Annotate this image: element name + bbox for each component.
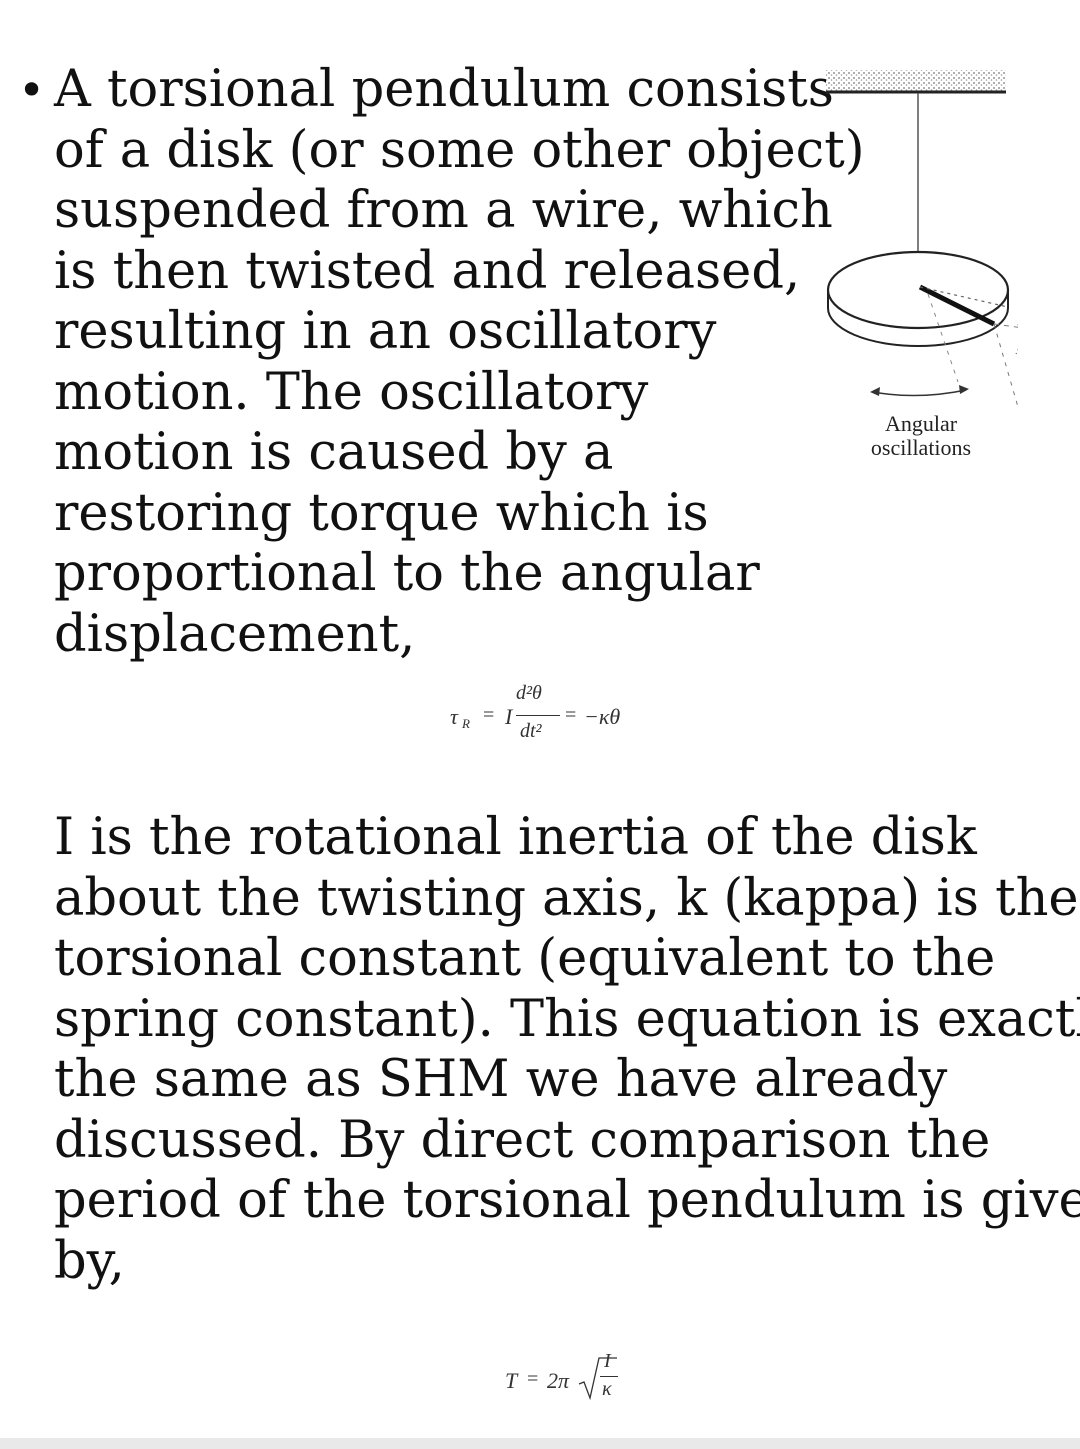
text-line: spring constant). This equation is exact… bbox=[54, 989, 1080, 1049]
text-line: about the twisting axis, k (kappa) is th… bbox=[54, 868, 1079, 928]
period-equation: T = 2π I κ bbox=[505, 1350, 645, 1420]
figure-caption: Angular oscillations bbox=[866, 412, 976, 460]
ceiling-hatch bbox=[826, 70, 1006, 92]
reference-line bbox=[919, 286, 1009, 308]
sqrt-numerator: I bbox=[604, 1350, 611, 1372]
angle-arc bbox=[1015, 323, 1022, 355]
text-line: the same as SHM we have already bbox=[54, 1050, 948, 1109]
text-line: A torsional pendulum consists bbox=[54, 60, 834, 119]
inertia-symbol: I bbox=[505, 704, 513, 729]
text-line: discussed. By direct comparison the bbox=[54, 1110, 991, 1170]
text-line: motion is caused by a bbox=[54, 423, 614, 482]
text-line: resulting in an oscillatory bbox=[54, 302, 717, 361]
sqrt-sign bbox=[578, 1357, 617, 1401]
text-line: torsional constant (equivalent to the bbox=[54, 929, 996, 988]
arrow-head-left bbox=[870, 387, 880, 396]
sqrt-denominator: κ bbox=[602, 1378, 612, 1400]
text-line: displacement, bbox=[54, 604, 416, 664]
equals-sign: = bbox=[483, 704, 495, 726]
caption-line-2: oscillations bbox=[870, 435, 972, 460]
period-symbol: T bbox=[505, 1368, 518, 1393]
text-line: I is the rotational inertia of the disk bbox=[54, 808, 977, 867]
text-line: motion. The oscillatory bbox=[54, 362, 649, 422]
torque-symbol: τ bbox=[450, 704, 458, 729]
pendulum-illustration: θ bbox=[826, 70, 1054, 408]
bottom-edge bbox=[0, 1438, 1080, 1449]
equals-sign: = bbox=[527, 1368, 539, 1390]
restoring-term: −κθ bbox=[584, 704, 621, 729]
radius-marker bbox=[918, 284, 996, 327]
text-line: by, bbox=[54, 1231, 125, 1291]
text-line: of a disk (or some other object) bbox=[54, 120, 865, 180]
caption-line-1: Angular bbox=[884, 411, 958, 436]
arrow-head-right bbox=[959, 385, 969, 394]
text-line: period of the torsional pendulum is give… bbox=[54, 1171, 1080, 1230]
angle-line-2 bbox=[993, 323, 1019, 408]
intro-paragraph: A torsional pendulum consists of a disk … bbox=[54, 60, 865, 665]
text-line: restoring torque which is bbox=[54, 483, 709, 543]
text-line: proportional to the angular bbox=[54, 544, 760, 603]
fraction-numerator: d²θ bbox=[516, 682, 542, 704]
torque-equation: τ R = I d²θ dt² = −κθ bbox=[450, 682, 650, 752]
two-pi: 2π bbox=[547, 1368, 570, 1393]
torque-subscript: R bbox=[462, 716, 470, 731]
text-line: is then twisted and released, bbox=[54, 241, 801, 301]
text-line: suspended from a wire, which bbox=[54, 181, 833, 240]
oscillation-arrow bbox=[872, 389, 967, 397]
sqrt-fraction-bar bbox=[600, 1376, 618, 1377]
fraction-denominator: dt² bbox=[520, 720, 542, 742]
fraction-bar bbox=[516, 715, 560, 716]
explanation-paragraph: I is the rotational inertia of the disk … bbox=[54, 808, 1080, 1292]
bullet-marker: • bbox=[18, 63, 46, 117]
equals-sign-2: = bbox=[565, 704, 577, 726]
torsional-pendulum-figure: θ Angular oscillations bbox=[818, 62, 1054, 482]
